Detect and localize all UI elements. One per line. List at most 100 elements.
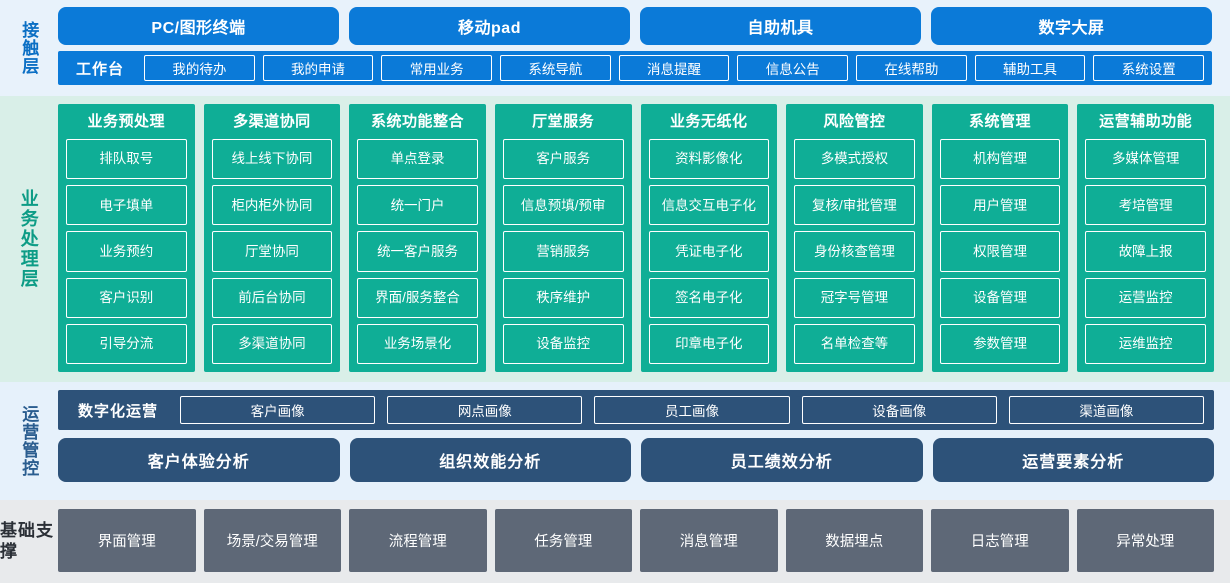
digital-operations-title: 数字化运营 [78, 402, 159, 420]
biz-item-lobby-collab[interactable]: 厅堂协同 [211, 231, 333, 272]
biz-item-customer-service[interactable]: 客户服务 [502, 139, 624, 180]
biz-item-maintain-monitor[interactable]: 运维监控 [1085, 323, 1206, 365]
biz-item-sso[interactable]: 单点登录 [357, 139, 478, 180]
foundation-exception[interactable]: 异常处理 [1076, 509, 1214, 572]
business-column-risk-control: 风险管控 多模式授权 复核/审批管理 身份核查管理 冠字号管理 名单检查等 [786, 104, 923, 372]
biz-item-online-offline[interactable]: 线上线下协同 [211, 139, 333, 180]
biz-item-doc-imaging[interactable]: 资料影像化 [648, 139, 770, 180]
column-title: 业务无纸化 [670, 113, 748, 130]
biz-item-info-exchange[interactable]: 信息交互电子化 [648, 185, 770, 226]
biz-item-guide-routing[interactable]: 引导分流 [66, 323, 187, 365]
biz-item-e-form[interactable]: 电子填单 [66, 185, 187, 226]
biz-item-customer-id[interactable]: 客户识别 [66, 277, 187, 318]
biz-item-ops-monitor[interactable]: 运营监控 [1085, 277, 1206, 318]
layer-business-label: 业务处理层 [18, 189, 39, 289]
layer-foundation-label: 基础支撑 [0, 521, 54, 561]
analysis-row: 客户体验分析 组织效能分析 员工绩效分析 运营要素分析 [58, 438, 1214, 482]
biz-item-serial-number[interactable]: 冠字号管理 [794, 277, 915, 318]
biz-item-identity-check[interactable]: 身份核查管理 [794, 231, 915, 272]
workbench-item-tools[interactable]: 辅助工具 [974, 55, 1086, 81]
portrait-branch[interactable]: 网点画像 [387, 396, 583, 424]
foundation-row: 界面管理 场景/交易管理 流程管理 任务管理 消息管理 数据埋点 日志管理 异常… [58, 509, 1214, 572]
analysis-customer-experience[interactable]: 客户体验分析 [58, 438, 340, 482]
analysis-ops-elements[interactable]: 运营要素分析 [932, 438, 1214, 482]
biz-item-multichannel[interactable]: 多渠道协同 [211, 323, 333, 365]
biz-item-queue-ticket[interactable]: 排队取号 [66, 139, 187, 180]
portrait-device[interactable]: 设备画像 [801, 396, 997, 424]
portrait-employee[interactable]: 员工画像 [594, 396, 790, 424]
column-title: 厅堂服务 [532, 113, 595, 130]
biz-item-list-check[interactable]: 名单检查等 [794, 323, 915, 365]
workbench-item-online-help[interactable]: 在线帮助 [856, 55, 967, 81]
column-title: 风险管控 [823, 113, 886, 130]
foundation-scenario-txn[interactable]: 场景/交易管理 [203, 509, 341, 572]
column-title: 运营辅助功能 [1099, 113, 1193, 130]
column-title: 业务预处理 [87, 113, 166, 130]
layer-foundation: 基础支撑 界面管理 场景/交易管理 流程管理 任务管理 消息管理 数据埋点 日志… [0, 500, 1230, 583]
analysis-org-efficiency[interactable]: 组织效能分析 [349, 438, 631, 482]
biz-item-param-mgmt[interactable]: 参数管理 [939, 323, 1061, 365]
biz-item-order-maintain[interactable]: 秩序维护 [502, 277, 624, 318]
workbench-item-nav[interactable]: 系统导航 [500, 55, 611, 81]
channel-chip-pad[interactable]: 移动pad [349, 7, 630, 45]
biz-item-perm-mgmt[interactable]: 权限管理 [939, 231, 1061, 272]
column-title: 系统管理 [969, 113, 1032, 130]
workbench-item-settings[interactable]: 系统设置 [1093, 55, 1205, 81]
layer-contact: 接触层 PC/图形终端 移动pad 自助机具 数字大屏 工作台 我的待办 我的申… [0, 0, 1230, 96]
portrait-channel[interactable]: 渠道画像 [1008, 396, 1205, 424]
business-column-system-integration: 系统功能整合 单点登录 统一门户 统一客户服务 界面/服务整合 业务场景化 [349, 104, 486, 372]
biz-item-unified-service[interactable]: 统一客户服务 [357, 231, 478, 272]
biz-item-marketing[interactable]: 营销服务 [502, 231, 624, 272]
layer-operations-label: 运营管控 [19, 405, 39, 477]
biz-item-training-mgmt[interactable]: 考培管理 [1085, 185, 1206, 226]
biz-item-review-approval[interactable]: 复核/审批管理 [794, 185, 915, 226]
workbench-item-bulletin[interactable]: 信息公告 [737, 55, 849, 81]
business-column-preprocess: 业务预处理 排队取号 电子填单 业务预约 客户识别 引导分流 [58, 104, 195, 372]
layer-business-body: 业务预处理 排队取号 电子填单 业务预约 客户识别 引导分流 多渠道协同 线上线… [56, 96, 1230, 382]
foundation-ui-mgmt[interactable]: 界面管理 [58, 509, 196, 572]
foundation-data-tracking[interactable]: 数据埋点 [785, 509, 923, 572]
biz-item-ui-service-merge[interactable]: 界面/服务整合 [357, 277, 478, 318]
business-column-paperless: 业务无纸化 资料影像化 信息交互电子化 凭证电子化 签名电子化 印章电子化 [640, 104, 778, 372]
workbench-item-requests[interactable]: 我的申请 [262, 55, 374, 81]
biz-item-org-mgmt[interactable]: 机构管理 [939, 139, 1061, 180]
workbench-bar: 工作台 我的待办 我的申请 常用业务 系统导航 消息提醒 信息公告 在线帮助 辅… [58, 51, 1212, 85]
biz-item-appointment[interactable]: 业务预约 [66, 231, 187, 272]
analysis-employee-performance[interactable]: 员工绩效分析 [641, 438, 923, 482]
foundation-process-mgmt[interactable]: 流程管理 [349, 509, 487, 572]
business-column-lobby-service: 厅堂服务 客户服务 信息预填/预审 营销服务 秩序维护 设备监控 [494, 104, 632, 372]
biz-item-counter-inout[interactable]: 柜内柜外协同 [211, 185, 333, 226]
biz-item-multimedia-mgmt[interactable]: 多媒体管理 [1085, 139, 1206, 180]
channel-chip-pc[interactable]: PC/图形终端 [58, 7, 339, 45]
channel-chip-kiosk[interactable]: 自助机具 [640, 7, 921, 45]
channel-chip-bigscreen[interactable]: 数字大屏 [931, 7, 1212, 45]
biz-item-device-monitor[interactable]: 设备监控 [502, 323, 624, 365]
biz-item-multimode-auth[interactable]: 多模式授权 [794, 139, 915, 180]
workbench-item-todo[interactable]: 我的待办 [144, 55, 255, 81]
column-title: 多渠道协同 [233, 113, 311, 130]
biz-item-user-mgmt[interactable]: 用户管理 [939, 185, 1061, 226]
layer-operations: 运营管控 数字化运营 客户画像 网点画像 员工画像 设备画像 渠道画像 客户体验… [0, 382, 1230, 500]
workbench-item-alerts[interactable]: 消息提醒 [618, 55, 730, 81]
workbench-item-common-biz[interactable]: 常用业务 [381, 55, 493, 81]
column-title: 系统功能整合 [371, 113, 465, 130]
foundation-task-mgmt[interactable]: 任务管理 [494, 509, 632, 572]
biz-item-fault-report[interactable]: 故障上报 [1085, 231, 1206, 272]
foundation-message-mgmt[interactable]: 消息管理 [640, 509, 778, 572]
biz-item-front-back[interactable]: 前后台协同 [211, 277, 333, 318]
layer-business: 业务处理层 业务预处理 排队取号 电子填单 业务预约 客户识别 引导分流 多渠道… [0, 96, 1230, 382]
channel-row: PC/图形终端 移动pad 自助机具 数字大屏 [58, 7, 1212, 45]
biz-item-seal-e[interactable]: 印章电子化 [648, 323, 770, 365]
layer-foundation-body: 界面管理 场景/交易管理 流程管理 任务管理 消息管理 数据埋点 日志管理 异常… [56, 500, 1230, 583]
portrait-customer[interactable]: 客户画像 [180, 396, 376, 424]
biz-item-scenario[interactable]: 业务场景化 [357, 323, 478, 365]
biz-item-prefill-preaudit[interactable]: 信息预填/预审 [502, 185, 624, 226]
biz-item-voucher-e[interactable]: 凭证电子化 [648, 231, 770, 272]
business-columns: 业务预处理 排队取号 电子填单 业务预约 客户识别 引导分流 多渠道协同 线上线… [58, 104, 1214, 372]
business-column-system-mgmt: 系统管理 机构管理 用户管理 权限管理 设备管理 参数管理 [931, 104, 1069, 372]
biz-item-device-mgmt[interactable]: 设备管理 [939, 277, 1061, 318]
biz-item-unified-portal[interactable]: 统一门户 [357, 185, 478, 226]
foundation-log-mgmt[interactable]: 日志管理 [931, 509, 1069, 572]
biz-item-signature-e[interactable]: 签名电子化 [648, 277, 770, 318]
